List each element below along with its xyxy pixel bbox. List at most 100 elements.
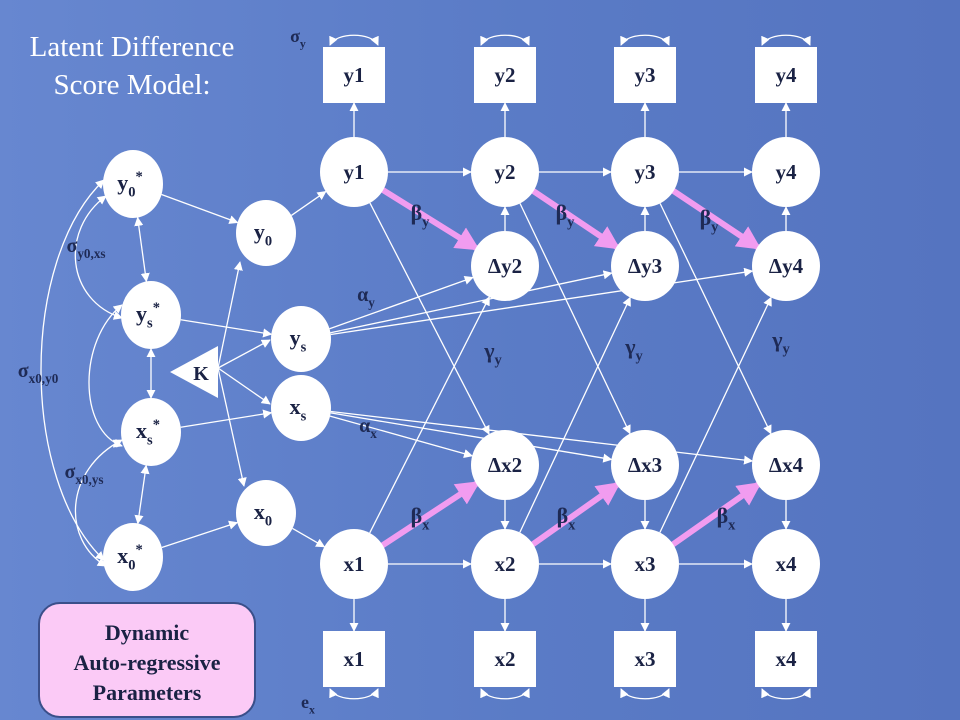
residual-loop-x1: [329, 688, 379, 700]
residual-loop-x4: [761, 688, 811, 700]
factor-xs: [271, 375, 331, 441]
beta-x-label-2: βx: [557, 503, 577, 534]
beta-y-label-2: βy: [556, 200, 576, 231]
latent-y4-label: y4: [776, 160, 798, 184]
callout-line-3: Parameters: [92, 680, 202, 705]
arrow-y0s-to-y0: [161, 193, 239, 224]
factor-ys: [271, 306, 331, 372]
factor-y0-star-label: y0*: [117, 169, 143, 201]
beta-y-arrow-2: [530, 188, 621, 250]
delta-x2-label: Δx2: [488, 453, 522, 477]
latent-x2-label: x2: [495, 552, 516, 576]
residual-loop-y4: [761, 34, 811, 46]
delta-x4: [752, 430, 820, 500]
arrow-lx0-to-dy1: [369, 296, 490, 534]
observed-x3-label: x3: [635, 647, 656, 671]
residual-loop-y3: [620, 34, 670, 46]
arrow-ys-to-dy1: [329, 275, 474, 330]
latent-x3-label: x3: [635, 552, 656, 576]
gamma-y-label-3: γy: [771, 327, 790, 358]
constant-k-label: K: [193, 363, 209, 385]
residual-loop-x2: [480, 688, 530, 700]
observed-x3: [614, 631, 676, 687]
factor-y0-star: [103, 150, 163, 218]
gamma-y-label-2: γy: [624, 334, 643, 365]
k-to-ys: [217, 339, 271, 369]
observed-y4: [755, 47, 817, 103]
beta-x-arrow-3: [670, 481, 762, 548]
delta-x2: [471, 430, 539, 500]
beta-x-label-1: βx: [411, 503, 431, 534]
k-to-y0: [217, 261, 243, 369]
residual-loop-y2: [480, 34, 530, 46]
callout-line-1: Dynamic: [104, 620, 190, 645]
beta-y-label-3: βy: [700, 205, 720, 236]
observed-x2: [474, 631, 536, 687]
factor-y0-label: y0: [254, 219, 272, 250]
arrow-y0s-to-yss: [134, 216, 150, 283]
observed-y1: [323, 47, 385, 103]
sigma-x0-y0-label: σx0,y0: [18, 360, 59, 386]
factor-y0: [236, 200, 296, 266]
latent-y4: [752, 137, 820, 207]
path-arrows: [40, 34, 811, 700]
arrow-lx1-to-dy2: [519, 296, 631, 533]
arrow-xs-to-dx2: [330, 412, 613, 463]
arrow-x0s-to-x0: [161, 520, 239, 549]
autoregressive-arrows: [379, 187, 762, 549]
observed-x2-label: x2: [495, 647, 516, 671]
observed-y3: [614, 47, 676, 103]
sigma-y0-xs-label: σy0,xs: [66, 235, 105, 261]
delta-y3: [611, 231, 679, 301]
title-line-2: Score Model:: [53, 69, 211, 101]
arrow-xs-to-dx1: [329, 415, 474, 459]
alpha-y-label: αy: [357, 284, 375, 310]
delta-y3-label: Δy3: [628, 254, 662, 278]
factor-x0-star-label: x0*: [117, 542, 143, 574]
delta-y2: [471, 231, 539, 301]
observed-y2-label: y2: [495, 63, 516, 87]
latent-x4-label: x4: [776, 552, 798, 576]
latent-y2: [471, 137, 539, 207]
factor-xs-star-label: xs*: [136, 417, 160, 449]
factor-ys-star: [121, 281, 181, 349]
delta-x3: [611, 430, 679, 500]
latent-y2-label: y2: [495, 160, 516, 184]
beta-x-label-3: βx: [717, 503, 737, 534]
observed-y1-label: y1: [344, 63, 365, 87]
latent-y3: [611, 137, 679, 207]
factor-xs-star: [121, 398, 181, 466]
arrow-ly0-to-dx1: [369, 202, 490, 435]
delta-y2-label: Δy2: [488, 254, 522, 278]
e-x-label: ex: [301, 692, 315, 716]
arrow-xss-to-xs: [180, 409, 273, 428]
factor-x0-label: x0: [254, 499, 272, 530]
constant-k-triangle: [170, 346, 218, 398]
observed-y3-label: y3: [635, 63, 656, 87]
factor-x0-star: [103, 523, 163, 591]
beta-x-arrow-1: [379, 480, 481, 549]
covariance-y0-ys: [74, 195, 123, 320]
arrow-ly1-to-dx2: [519, 203, 631, 435]
beta-y-arrow-1: [380, 187, 480, 251]
beta-x-arrow-2: [530, 481, 621, 548]
arrow-ys-to-dy2: [330, 270, 613, 334]
arrow-xs-to-dx3: [330, 410, 754, 465]
observed-x1-label: x1: [344, 647, 365, 671]
observed-y4-label: y4: [776, 63, 798, 87]
latent-x4: [752, 529, 820, 599]
latent-x1-label: x1: [344, 552, 365, 576]
delta-y4: [752, 231, 820, 301]
diagram-nodes: y1x1y1x1y2x2y2x2Δy2Δx2y3x3y3x3Δy3Δx3y4x4…: [103, 47, 820, 687]
arrow-ys-to-dy3: [330, 267, 754, 336]
arrow-y0-to-ly0: [291, 191, 327, 216]
observed-y2: [474, 47, 536, 103]
covariance-x0-y0: [40, 179, 105, 561]
arrow-ly2-to-dx3: [659, 203, 772, 435]
k-to-xs: [217, 367, 271, 405]
slide-title: Latent Difference Score Model:: [8, 28, 256, 104]
latent-y1-label: y1: [344, 160, 365, 184]
factor-ys-star-label: ys*: [136, 300, 160, 332]
delta-y4-label: Δy4: [769, 254, 804, 278]
